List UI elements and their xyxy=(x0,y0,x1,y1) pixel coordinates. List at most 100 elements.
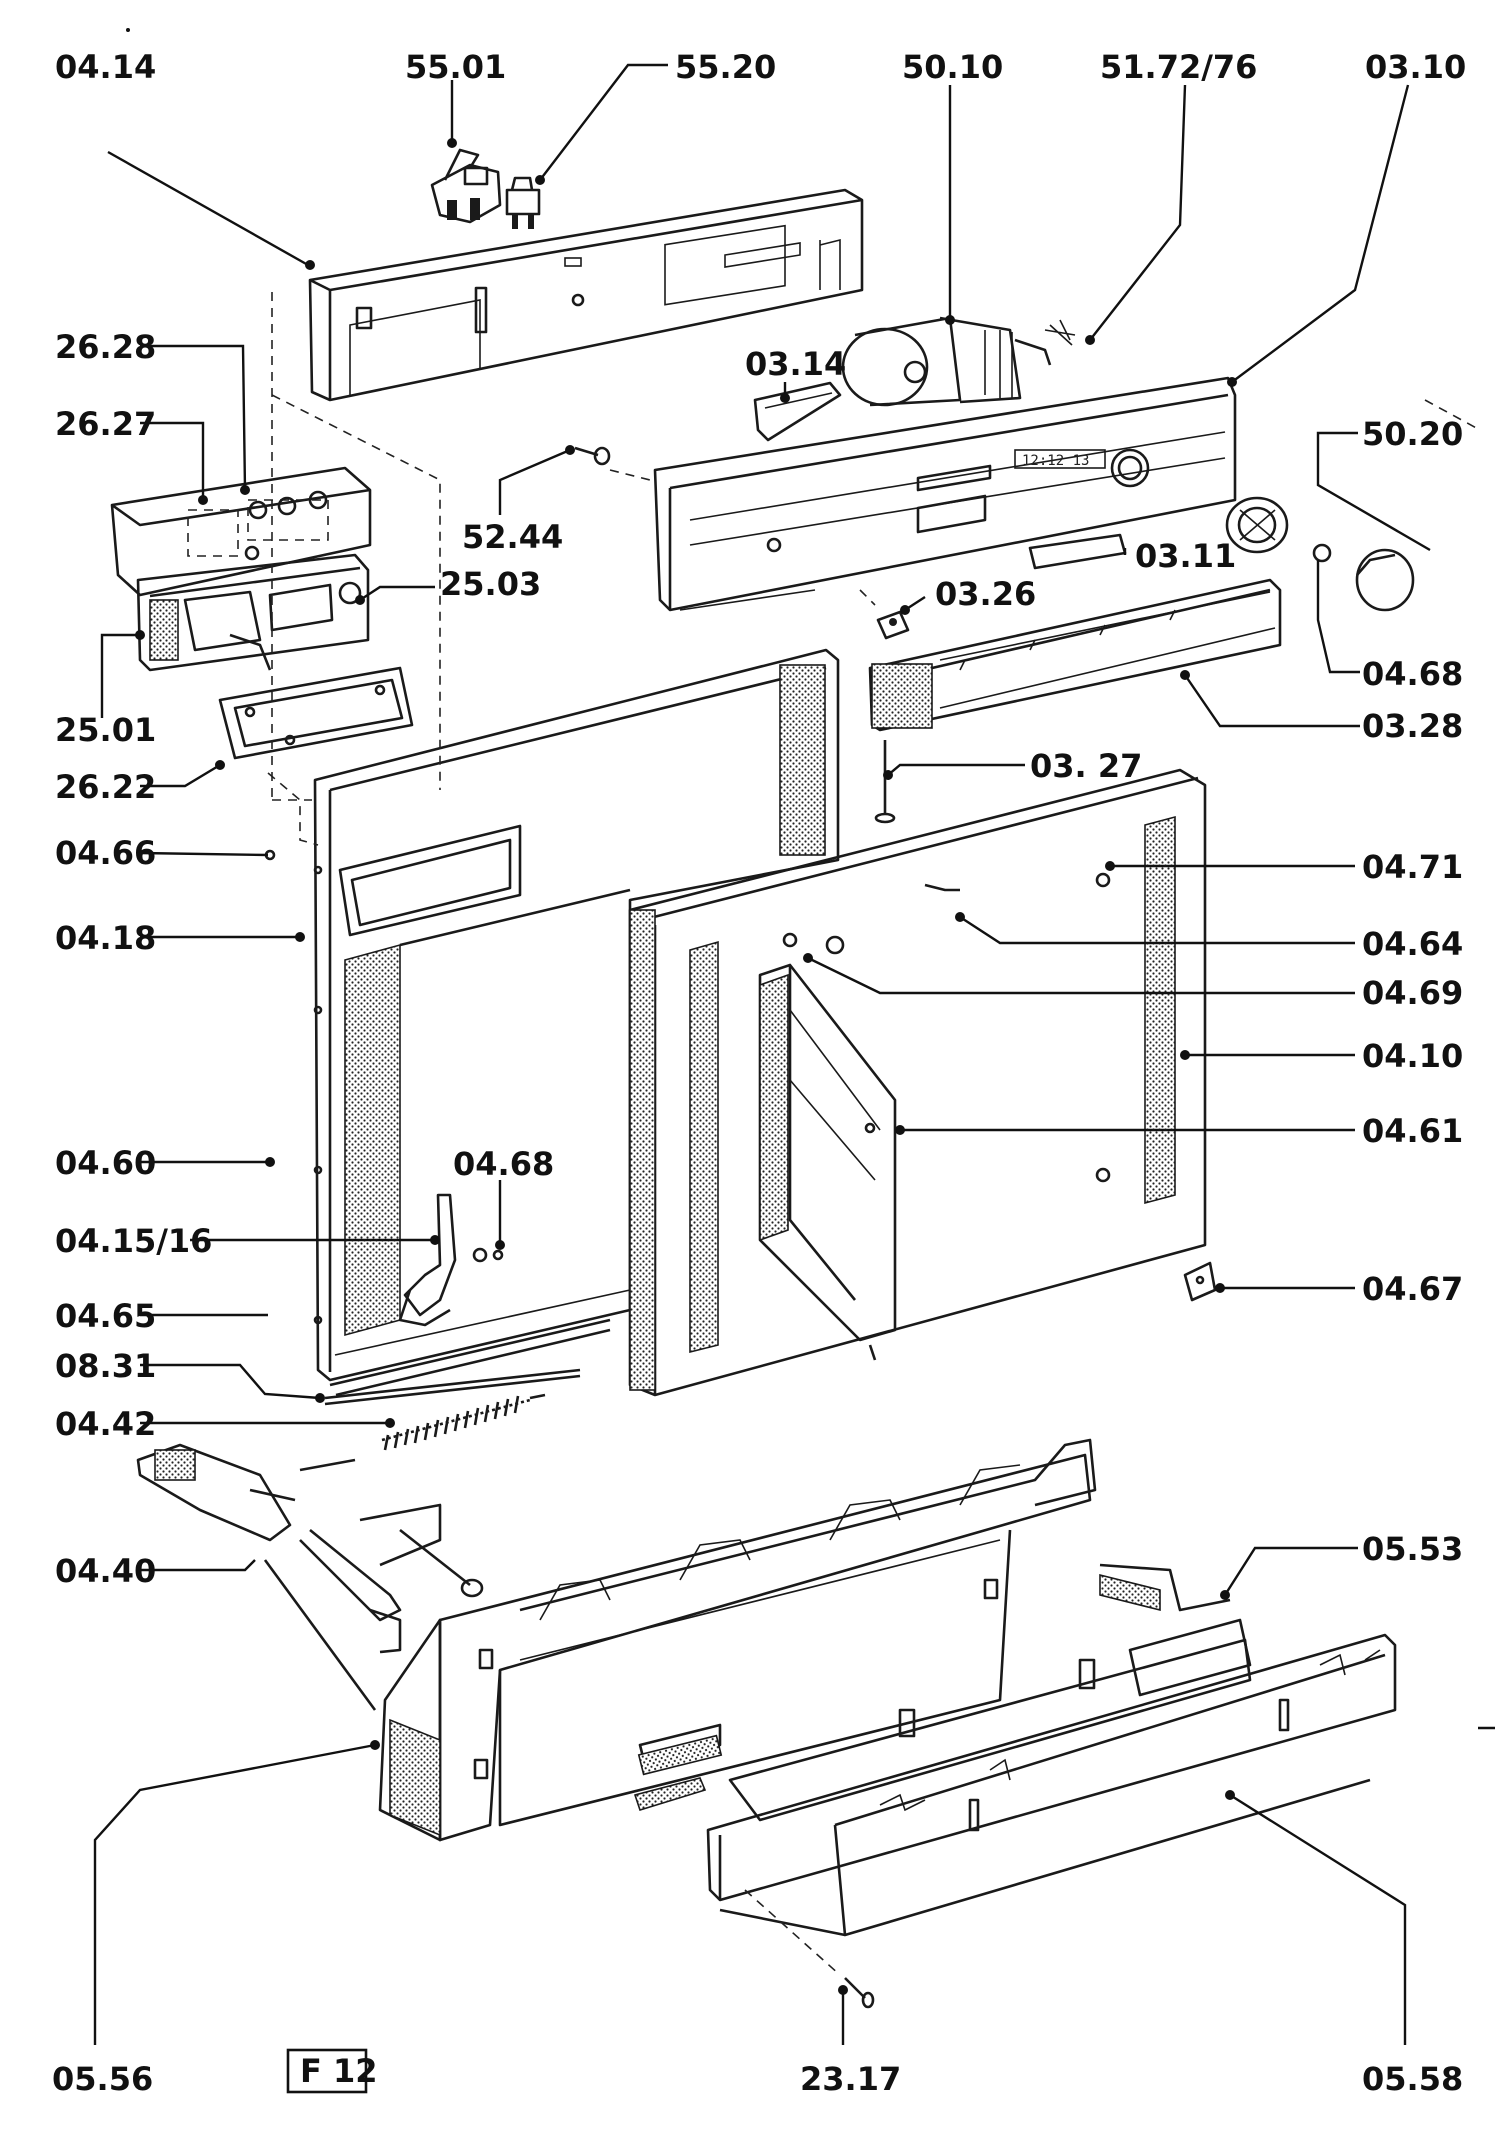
callout-26-28: 26.28 xyxy=(55,328,156,366)
part-03-10-control-fascia: 12:12 13 xyxy=(653,376,1237,612)
callout-55-20: 55.20 xyxy=(675,48,776,86)
callout-23-17: 23.17 xyxy=(800,2060,901,2098)
callout-51-72-76: 51.72/76 xyxy=(1100,48,1257,86)
leader-55-20 xyxy=(539,63,668,181)
part-52-44-screw xyxy=(574,446,611,466)
part-50-10-timer xyxy=(841,316,1076,407)
leader-05-58 xyxy=(1229,1793,1407,2045)
part-04-18-inner-door xyxy=(264,648,840,1397)
leader-03-27 xyxy=(887,763,1025,776)
part-55-20-microswitch xyxy=(505,176,541,229)
part-08-31-rod xyxy=(324,1368,581,1406)
part-04-61-frame xyxy=(758,963,897,1361)
timer-display-text: 12:12 13 xyxy=(1022,453,1089,469)
part-03-11-lens xyxy=(1028,533,1127,570)
callout-04-61: 04.61 xyxy=(1362,1112,1463,1150)
figure-code-label: F 12 xyxy=(300,2052,378,2090)
callout-25-03: 25.03 xyxy=(440,565,541,603)
leader-dots xyxy=(135,138,1237,1995)
leader-05-56 xyxy=(93,1743,376,2045)
part-55-01-switch xyxy=(430,148,502,224)
callout-05-53: 05.53 xyxy=(1362,1530,1463,1568)
leader-25-03 xyxy=(359,585,435,602)
part-04-14-control-bracket xyxy=(308,188,864,402)
callout-04-68b: 04.68 xyxy=(453,1145,554,1183)
part-50-20-knob xyxy=(1225,496,1415,612)
part-03-27-pin xyxy=(874,740,896,824)
leader-26-27 xyxy=(140,421,205,500)
callout-03-27: 03. 27 xyxy=(1030,747,1142,785)
alignment-line-screw xyxy=(609,469,651,481)
alignment-line-gasket xyxy=(267,772,319,846)
callout-04-18: 04.18 xyxy=(55,919,156,957)
leader-04-14 xyxy=(107,150,309,267)
callout-03-11: 03.11 xyxy=(1135,537,1236,575)
callout-04-71: 04.71 xyxy=(1362,848,1463,886)
leader-08-31 xyxy=(140,1363,321,1400)
callout-08-31: 08.31 xyxy=(55,1347,156,1385)
callout-03-10: 03.10 xyxy=(1365,48,1466,86)
part-23-17-screw xyxy=(744,1889,875,2009)
part-04-42-spring xyxy=(381,1393,546,1451)
part-03-14-clip xyxy=(753,381,842,442)
leader-26-28 xyxy=(140,344,247,491)
part-05-53-rail xyxy=(637,1563,1252,1822)
part-25-01-dispenser-body xyxy=(136,553,370,672)
callout-04-67: 04.67 xyxy=(1362,1270,1463,1308)
callout-04-68a: 04.68 xyxy=(1362,655,1463,693)
leader-52-44 xyxy=(498,448,571,515)
part-03-28-rail xyxy=(868,578,1282,732)
leader-05-53 xyxy=(1223,1546,1358,1596)
edge-speck xyxy=(126,28,130,32)
leader-03-10 xyxy=(1231,84,1410,383)
part-05-58-kickplate xyxy=(633,1633,1397,1937)
callout-52-44: 52.44 xyxy=(462,518,563,556)
callout-04-15-16: 04.15/16 xyxy=(55,1222,212,1260)
callout-04-64: 04.64 xyxy=(1362,925,1463,963)
callout-04-40: 04.40 xyxy=(55,1552,156,1590)
callout-50-20: 50.20 xyxy=(1362,415,1463,453)
part-26-22-gasket xyxy=(218,666,414,760)
callout-04-10: 04.10 xyxy=(1362,1037,1463,1075)
callout-05-56: 05.56 xyxy=(52,2060,153,2098)
part-03-26-clip xyxy=(876,610,910,640)
leader-04-68a xyxy=(1316,560,1360,674)
part-04-67-bracket xyxy=(1183,1261,1217,1302)
part-26-dispenser xyxy=(110,466,372,597)
figure-code-box: F 12 xyxy=(286,2048,378,2094)
parts-drawing: 12:12 13 xyxy=(110,148,1481,2009)
leader-26-22 xyxy=(140,763,221,788)
part-04-40-hinge-assembly xyxy=(136,1443,484,1711)
callout-55-01: 55.01 xyxy=(405,48,506,86)
leader-03-28 xyxy=(1184,674,1360,728)
leader-50-20 xyxy=(1316,431,1431,552)
callout-03-28: 03.28 xyxy=(1362,707,1463,745)
alignment-line-left xyxy=(271,292,312,801)
alignment-line-knob xyxy=(1424,399,1481,431)
leader-04-66 xyxy=(139,851,269,857)
alignment-line-bracket xyxy=(271,394,441,790)
callout-25-01: 25.01 xyxy=(55,711,156,749)
part-05-56-base-frame xyxy=(378,1438,1097,1842)
part-04-10-outer-door xyxy=(628,768,1207,1397)
callout-26-27: 26.27 xyxy=(55,405,156,443)
callout-04-66: 04.66 xyxy=(55,834,156,872)
callout-04-14: 04.14 xyxy=(55,48,156,86)
leader-51-72-76 xyxy=(1089,84,1187,341)
callout-03-14: 03.14 xyxy=(745,345,846,383)
leader-04-40 xyxy=(140,1559,256,1572)
leader-04-69 xyxy=(807,956,1355,995)
callout-04-42: 04.42 xyxy=(55,1405,156,1443)
leader-04-64 xyxy=(959,915,1355,945)
part-04-15-16-hinge xyxy=(398,1193,504,1327)
callout-04-69: 04.69 xyxy=(1362,974,1463,1012)
callout-04-65: 04.65 xyxy=(55,1297,156,1335)
leader-25-01 xyxy=(100,633,140,718)
callout-04-60: 04.60 xyxy=(55,1144,156,1182)
callout-26-22: 26.22 xyxy=(55,768,156,806)
callout-03-26: 03.26 xyxy=(935,575,1036,613)
callout-labels: 04.14 55.01 55.20 50.10 51.72/76 03.10 2… xyxy=(52,48,1466,2098)
leader-lines xyxy=(93,63,1431,2045)
alignment-line-clip xyxy=(859,589,876,606)
